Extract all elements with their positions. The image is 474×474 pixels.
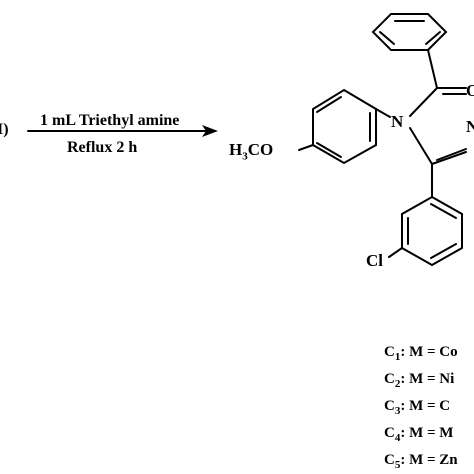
legend-row: C1: M = Co — [384, 345, 458, 363]
metal-assignment: : M = Ni — [400, 371, 455, 387]
condition-above-arrow: 1 mL Triethyl amine — [40, 112, 180, 129]
complex-letter: C — [384, 371, 395, 387]
nitrogen-label: N — [391, 112, 404, 131]
complex-letter: C — [384, 452, 395, 468]
chlorophenyl-ring — [388, 163, 463, 267]
methoxyphenyl-ring — [298, 88, 391, 165]
complex-number: 5 — [394, 459, 401, 471]
metal-assignment: : M = C — [400, 398, 451, 414]
legend-row: C4: M = M — [384, 426, 453, 444]
complex-letter: C — [384, 398, 395, 414]
methoxy-subscript: 3 — [242, 150, 248, 163]
phenyl-ring-top — [371, 13, 448, 89]
methoxy-h: H — [229, 140, 243, 159]
condition-below-arrow: Reflux 2 h — [67, 139, 138, 156]
legend-row: C2: M = Ni — [384, 372, 454, 390]
legend-row: C3: M = C — [384, 399, 450, 417]
legend-row: C5: M = Zn — [384, 453, 458, 471]
metal-assignment: : M = M — [400, 425, 454, 441]
complex-number: 1 — [394, 351, 401, 363]
complex-letter: C — [384, 344, 395, 360]
complex-number: 2 — [394, 378, 401, 390]
reaction-arrow — [27, 125, 218, 137]
nitrogen-label-partial: N — [466, 117, 474, 136]
oxygen-label-partial: O — [466, 81, 474, 100]
complex-number: 4 — [394, 432, 401, 444]
reagent-fragment: I) — [0, 121, 9, 138]
complex-letter: C — [384, 425, 395, 441]
methoxy-label: H3CO — [229, 141, 273, 162]
metal-assignment: : M = Zn — [400, 452, 458, 468]
complex-number: 3 — [394, 405, 401, 417]
imidazole-ring — [409, 87, 467, 165]
metal-assignment: : M = Co — [400, 344, 458, 360]
chlorine-label: Cl — [366, 251, 383, 270]
methoxy-rest: CO — [247, 140, 274, 159]
